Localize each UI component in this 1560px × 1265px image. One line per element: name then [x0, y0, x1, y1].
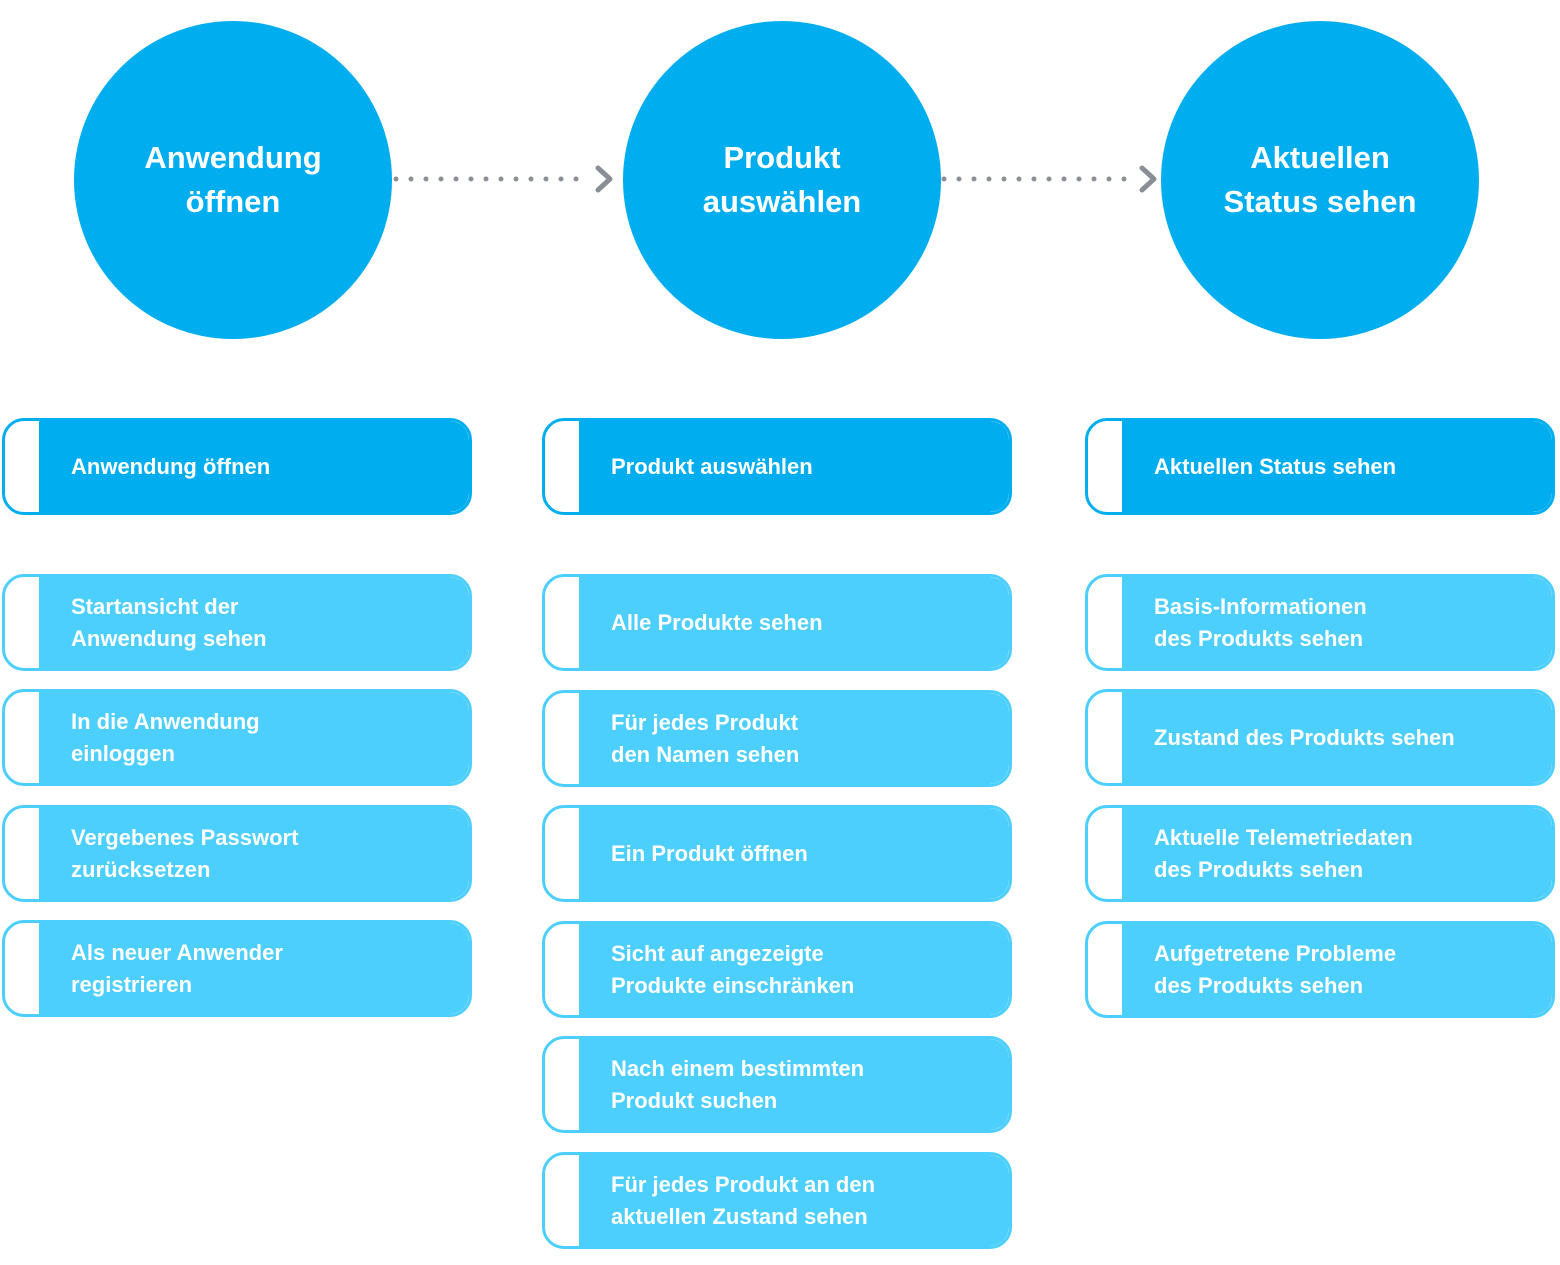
task-label: Startansicht der Anwendung sehen — [39, 577, 469, 668]
step-circle-label: Aktuellen Status sehen — [1223, 140, 1417, 219]
step-circle-label: Anwendung öffnen — [144, 140, 322, 219]
task-label: Basis-Informationen des Produkts sehen — [1122, 577, 1552, 668]
step-header-card: Aktuellen Status sehen — [1085, 418, 1555, 515]
step-header-label: Produkt auswählen — [579, 421, 1009, 512]
step-header-label: Anwendung öffnen — [39, 421, 469, 512]
task-label: Als neuer Anwender registrieren — [39, 923, 469, 1014]
step-header-card: Produkt auswählen — [542, 418, 1012, 515]
step-circle-select-product: Produkt auswählen — [623, 21, 941, 339]
task-card: Als neuer Anwender registrieren — [2, 920, 472, 1017]
task-label: Sicht auf angezeigte Produkte einschränk… — [579, 924, 1009, 1015]
step-circle-current-status: Aktuellen Status sehen — [1161, 21, 1479, 339]
task-label: Für jedes Produkt an den aktuellen Zusta… — [579, 1155, 1009, 1246]
task-card: In die Anwendung einloggen — [2, 689, 472, 786]
task-label: Für jedes Produkt den Namen sehen — [579, 693, 1009, 784]
step-header-card: Anwendung öffnen — [2, 418, 472, 515]
task-label: Ein Produkt öffnen — [579, 808, 1009, 899]
task-label: Alle Produkte sehen — [579, 577, 1009, 668]
task-card: Nach einem bestimmten Produkt suchen — [542, 1036, 1012, 1133]
step-circle-label: Produkt auswählen — [702, 140, 862, 219]
step-circle-open-app: Anwendung öffnen — [74, 21, 392, 339]
task-card: Vergebenes Passwort zurücksetzen — [2, 805, 472, 902]
task-card: Alle Produkte sehen — [542, 574, 1012, 671]
flow-arrow-1 — [393, 165, 613, 193]
task-label: Nach einem bestimmten Produkt suchen — [579, 1039, 1009, 1130]
task-card: Aufgetretene Probleme des Produkts sehen — [1085, 921, 1555, 1018]
task-label: Vergebenes Passwort zurücksetzen — [39, 808, 469, 899]
task-label: In die Anwendung einloggen — [39, 692, 469, 783]
task-card: Sicht auf angezeigte Produkte einschränk… — [542, 921, 1012, 1018]
task-card: Aktuelle Telemetriedaten des Produkts se… — [1085, 805, 1555, 902]
task-card: Zustand des Produkts sehen — [1085, 689, 1555, 786]
task-label: Aktuelle Telemetriedaten des Produkts se… — [1122, 808, 1552, 899]
task-card: Für jedes Produkt den Namen sehen — [542, 690, 1012, 787]
flow-arrow-2 — [941, 165, 1157, 193]
task-card: Ein Produkt öffnen — [542, 805, 1012, 902]
task-card: Für jedes Produkt an den aktuellen Zusta… — [542, 1152, 1012, 1249]
task-card: Startansicht der Anwendung sehen — [2, 574, 472, 671]
task-label: Aufgetretene Probleme des Produkts sehen — [1122, 924, 1552, 1015]
task-label: Zustand des Produkts sehen — [1122, 692, 1552, 783]
step-header-label: Aktuellen Status sehen — [1122, 421, 1552, 512]
task-card: Basis-Informationen des Produkts sehen — [1085, 574, 1555, 671]
